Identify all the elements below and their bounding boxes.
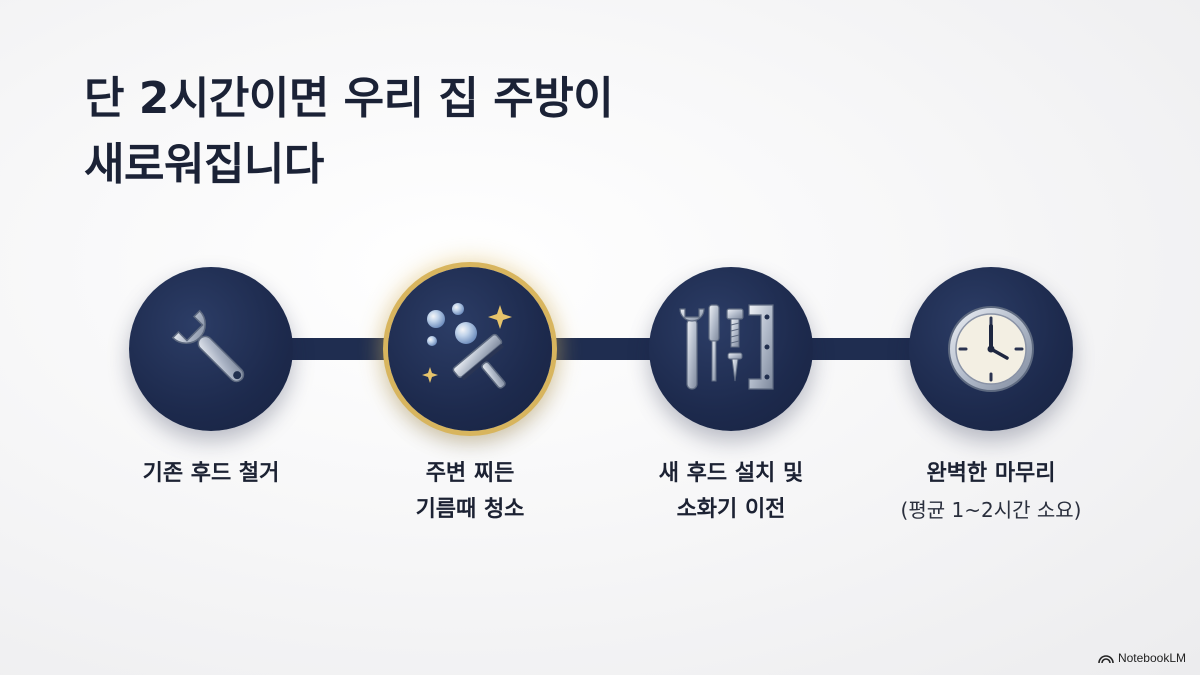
step-4-circle xyxy=(909,267,1073,431)
step-3-label-line-2: 소화기 이전 xyxy=(676,497,786,522)
brand-label: NotebookLM xyxy=(1117,651,1186,665)
step-1-label-line-1: 기존 후드 철거 xyxy=(142,461,280,486)
step-3-label: 새 후드 설치 및 소화기 이전 xyxy=(611,456,851,528)
step-1-circle xyxy=(129,267,293,431)
step-remove-hood: 기존 후드 철거 xyxy=(91,267,331,492)
wrench-icon xyxy=(171,309,245,383)
step-2-circle xyxy=(388,267,552,431)
clock-icon xyxy=(948,306,1034,392)
step-2-label: 주변 찌든 기름때 청소 xyxy=(350,456,590,528)
step-4-sub-label: (평균 1~2시간 소요) xyxy=(900,498,1082,522)
step-3-circle xyxy=(649,267,813,431)
step-install-hood: 새 후드 설치 및 소화기 이전 xyxy=(611,267,851,528)
title-line-2: 새로워집니다 xyxy=(84,139,324,190)
step-2-label-line-1: 주변 찌든 xyxy=(425,461,515,486)
tools-bolt-bracket-icon xyxy=(679,304,774,390)
page-title: 단 2시간이면 우리 집 주방이 새로워집니다 xyxy=(84,66,614,198)
squeegee-bubbles-icon xyxy=(422,303,512,389)
step-3-label-line-1: 새 후드 설치 및 xyxy=(658,461,804,486)
brand-badge: NotebookLM xyxy=(1098,651,1186,665)
step-1-label: 기존 후드 철거 xyxy=(91,456,331,492)
step-2-label-line-2: 기름때 청소 xyxy=(415,497,525,522)
step-4-label: 완벽한 마무리 (평균 1~2시간 소요) xyxy=(871,456,1111,528)
title-line-1: 단 2시간이면 우리 집 주방이 xyxy=(84,73,614,124)
notebooklm-logo-icon xyxy=(1098,655,1114,664)
step-finish: 완벽한 마무리 (평균 1~2시간 소요) xyxy=(871,267,1111,528)
step-clean-grease: 주변 찌든 기름때 청소 xyxy=(350,267,590,528)
step-4-label-line-1: 완벽한 마무리 xyxy=(926,461,1056,486)
